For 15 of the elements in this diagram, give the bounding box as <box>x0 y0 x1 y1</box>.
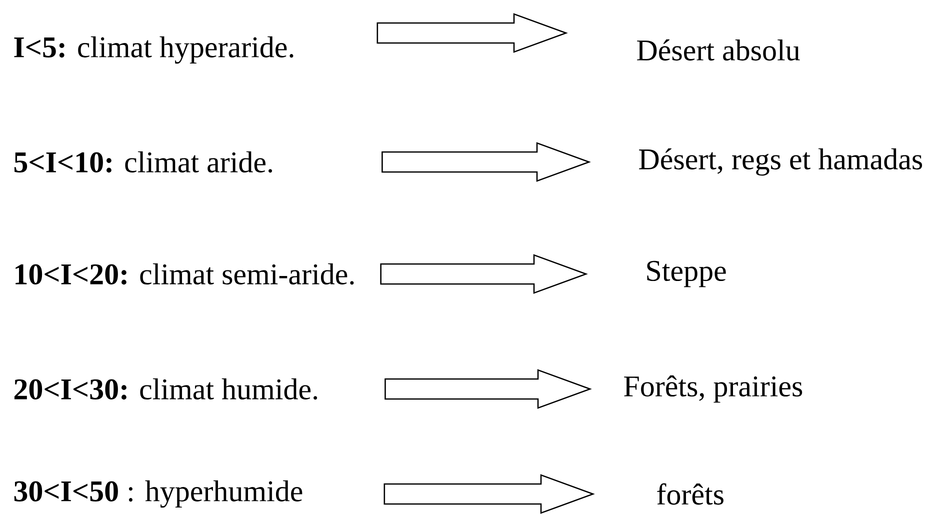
block-arrow <box>382 142 591 182</box>
vegetation-label: Désert absolu <box>637 39 800 61</box>
block-arrow <box>376 13 568 53</box>
range-label: 30<I<50 : hyperhumide <box>14 480 302 508</box>
range-label: 10<I<20: climat semi-aride. <box>16 263 354 285</box>
block-arrow <box>384 474 595 514</box>
range-label: 20<I<30: climat humide. <box>14 378 318 400</box>
vegetation-label: Steppe <box>647 260 726 288</box>
range-label: I<5: climat hyperaride. <box>14 36 294 64</box>
vegetation-label: Forêts, prairies <box>624 375 802 403</box>
block-arrow <box>380 254 588 294</box>
vegetation-label: forêts <box>657 483 724 505</box>
vegetation-label: Désert, regs et hamadas <box>639 148 922 176</box>
block-arrow <box>384 369 592 409</box>
range-label: 5<I<10: climat aride. <box>14 151 272 173</box>
